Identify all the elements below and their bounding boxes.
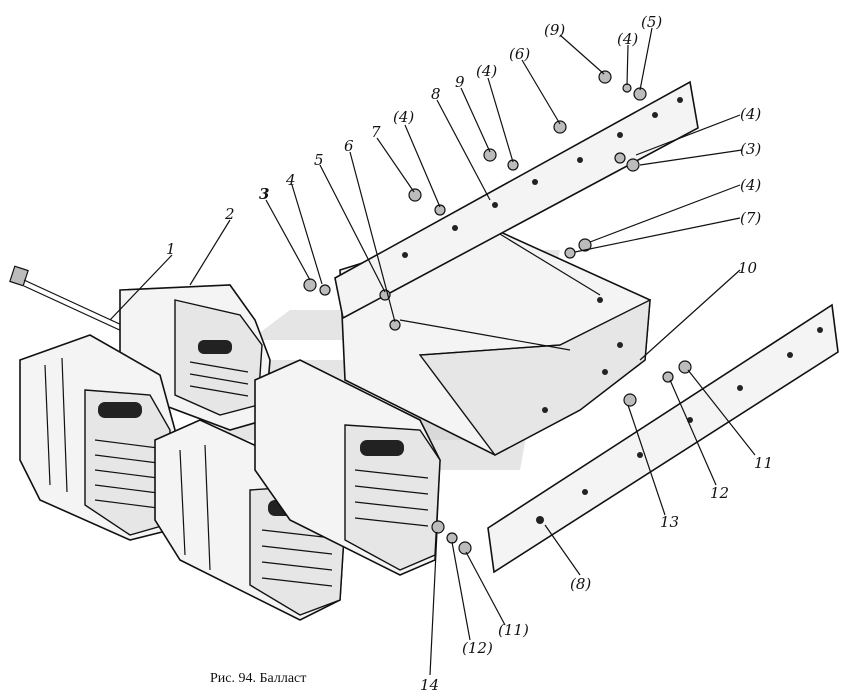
label-8-paren: (8) [570, 575, 591, 593]
lower-rail [487, 303, 839, 574]
label-4-paren-b: (4) [476, 62, 497, 80]
label-9: 9 [455, 73, 465, 91]
label-7-paren: (7) [740, 209, 761, 227]
label-13: 13 [660, 513, 679, 531]
label-12: 12 [710, 484, 729, 502]
label-14: 14 [420, 676, 439, 694]
weight-stack-middle [254, 359, 441, 576]
leader-lines [109, 27, 756, 676]
label-6-paren: (6) [509, 45, 530, 63]
label-1: 1 [166, 240, 176, 258]
label-3-paren: (3) [740, 140, 761, 158]
label-12-paren: (12) [462, 639, 493, 657]
label-4-paren-a: (4) [393, 108, 414, 126]
label-5-paren: (5) [641, 13, 662, 31]
label-8: 8 [431, 85, 441, 103]
label-3: 3 [259, 185, 269, 203]
fasteners [303, 70, 692, 555]
ballast-box [339, 224, 651, 456]
label-2: 2 [224, 205, 235, 223]
label-11: 11 [754, 454, 773, 472]
label-7: 7 [371, 123, 381, 141]
label-4-paren-e: (4) [740, 176, 761, 194]
label-4-paren-c: (4) [617, 30, 638, 48]
part-labels: 1 2 3 4 5 6 7 (4) 8 9 (4) (6) (9) (4) (5… [166, 13, 773, 694]
label-11-paren: (11) [498, 621, 529, 639]
label-10: 10 [738, 259, 758, 277]
label-4: 4 [285, 171, 296, 189]
label-6: 6 [344, 137, 354, 155]
weight-stack-left [19, 334, 176, 541]
label-4-paren-d: (4) [740, 105, 761, 123]
figure-caption: Рис. 94. Балласт [210, 671, 306, 686]
label-5: 5 [314, 151, 324, 169]
upper-rail [334, 80, 699, 320]
label-9-paren: (9) [544, 21, 565, 39]
